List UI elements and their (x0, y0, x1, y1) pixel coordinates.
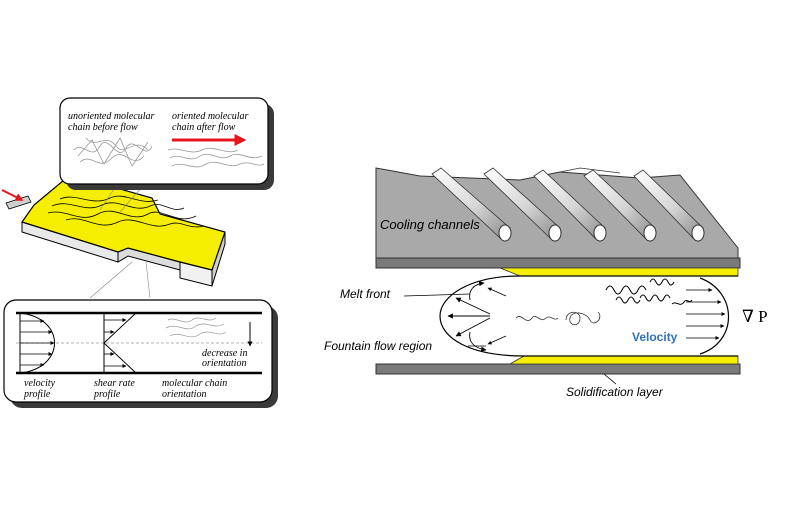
molded-part (5, 174, 226, 287)
pressure-gradient-label: ∇ P (742, 307, 768, 326)
bottom-plate (375, 363, 741, 375)
callout-chain-orientation (59, 97, 274, 190)
injection-arrow (1, 189, 24, 201)
left-figure (1, 97, 278, 408)
velocity-profile (686, 277, 730, 355)
solidification-layer-label: Solidification layer (566, 385, 664, 399)
cooling-rods (431, 167, 705, 242)
velocity-profile-label-line2: profile (23, 389, 51, 400)
unoriented-label-line1: unoriented molecular (68, 111, 154, 122)
orientation-label-line1: molecular chain (162, 378, 227, 389)
solidification-layer-bottom (508, 355, 739, 365)
callout-flow-profiles (3, 299, 278, 408)
shear-rate-label-line2: profile (93, 389, 121, 400)
shear-rate-label-line1: shear rate (94, 378, 135, 389)
oriented-label-line2: chain after flow (172, 122, 236, 133)
melt-front-label: Melt front (340, 287, 391, 301)
decrease-label-line1: decrease in (202, 348, 247, 359)
fountain-flow-label: Fountain flow region (324, 339, 432, 353)
oriented-label-line1: oriented molecular (172, 111, 248, 122)
solidification-layer-top (499, 267, 739, 277)
top-plate (375, 257, 741, 269)
right-figure (375, 167, 741, 385)
polymer-chains (515, 278, 693, 326)
velocity-label: Velocity (632, 330, 678, 344)
decrease-label-line2: orientation (202, 358, 246, 369)
melt-front-outline (439, 275, 738, 357)
cooling-channels-label: Cooling channels (380, 217, 480, 232)
fountain-flow-arrows (447, 280, 507, 352)
unoriented-label-line2: chain before flow (68, 122, 138, 133)
velocity-profile-label-line1: velocity (24, 378, 56, 389)
orientation-label-line2: orientation (162, 389, 206, 400)
